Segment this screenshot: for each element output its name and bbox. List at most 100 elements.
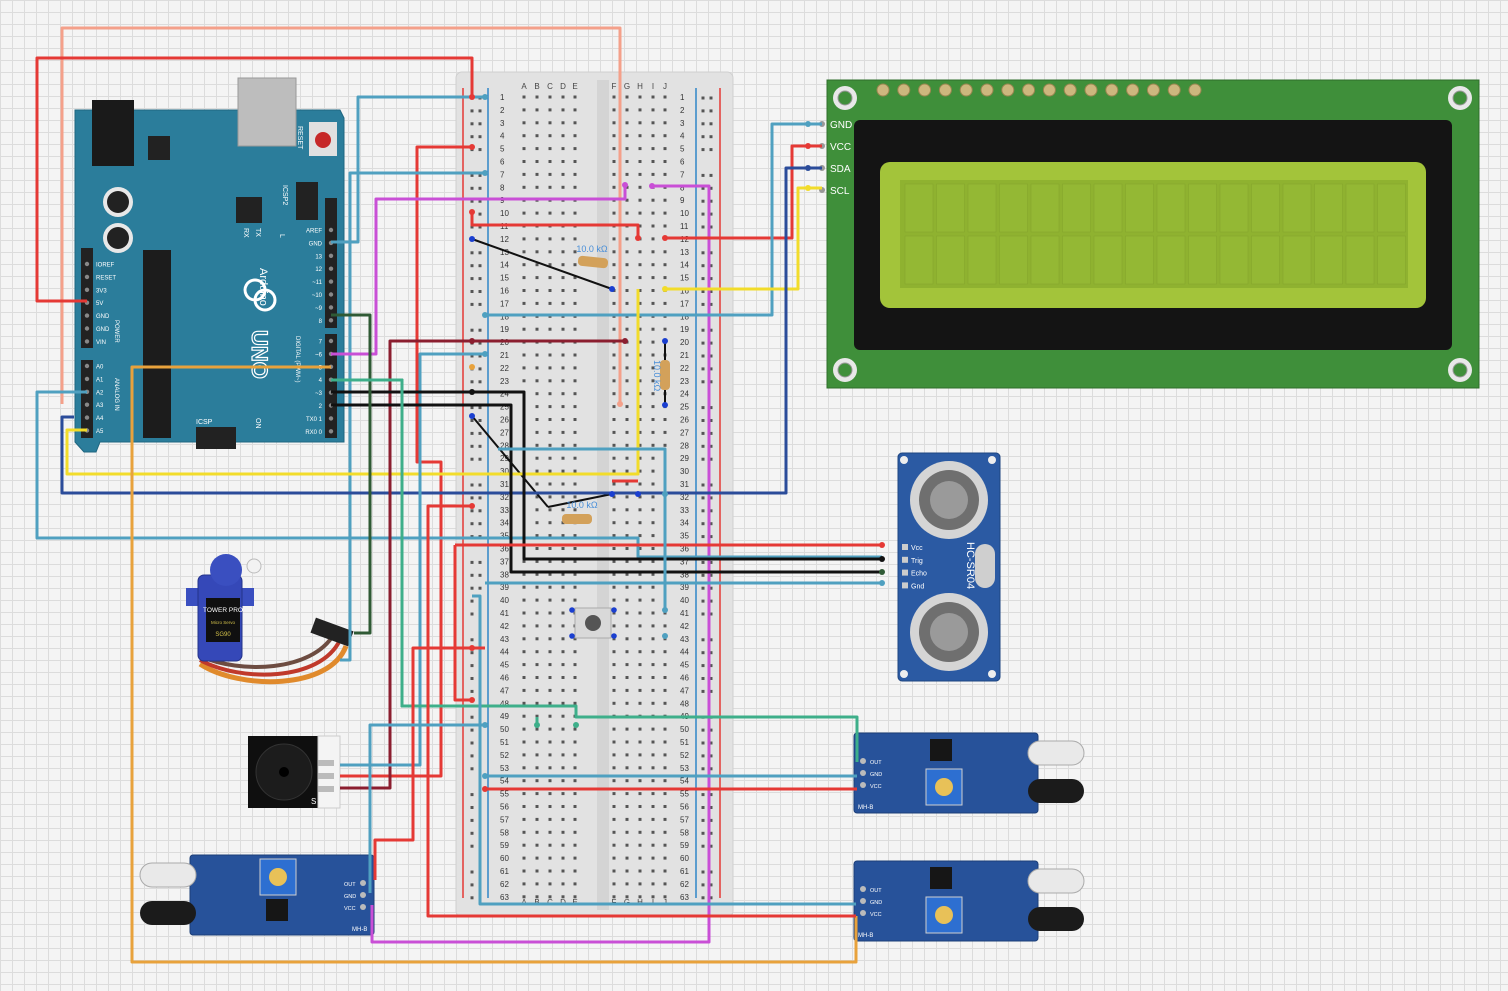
breadboard-hole[interactable] <box>561 676 565 679</box>
breadboard-hole[interactable] <box>522 856 526 860</box>
wire-endpoint[interactable] <box>573 722 579 728</box>
breadboard-hole[interactable] <box>612 688 616 692</box>
ir-pin[interactable] <box>860 782 866 788</box>
breadboard-hole[interactable] <box>561 882 565 886</box>
breadboard-hole[interactable] <box>651 805 655 808</box>
breadboard-hole[interactable] <box>612 430 616 434</box>
breadboard-hole[interactable] <box>573 430 577 434</box>
breadboard-hole[interactable] <box>625 817 629 821</box>
rail-hole[interactable] <box>701 290 705 293</box>
wire-29[interactable] <box>472 594 856 906</box>
breadboard-hole[interactable] <box>651 418 655 421</box>
breadboard-hole[interactable] <box>548 701 552 705</box>
breadboard-hole[interactable] <box>651 198 655 202</box>
breadboard-hole[interactable] <box>651 624 655 628</box>
breadboard-hole[interactable] <box>612 482 616 486</box>
breadboard-hole[interactable] <box>561 379 565 383</box>
breadboard-hole[interactable] <box>535 534 539 538</box>
breadboard-hole[interactable] <box>535 547 539 550</box>
breadboard-hole[interactable] <box>625 263 629 267</box>
breadboard-hole[interactable] <box>625 856 629 860</box>
breadboard-hole[interactable] <box>561 753 565 757</box>
rail-hole[interactable] <box>709 664 713 668</box>
breadboard-hole[interactable] <box>535 108 539 112</box>
breadboard-hole[interactable] <box>651 753 655 757</box>
rail-hole[interactable] <box>470 109 474 113</box>
wire-endpoint[interactable] <box>469 503 475 509</box>
rail-hole[interactable] <box>470 767 474 771</box>
rail-hole[interactable] <box>470 728 474 732</box>
breadboard-hole[interactable] <box>651 779 655 783</box>
breadboard-hole[interactable] <box>573 688 577 692</box>
breadboard-hole[interactable] <box>548 637 552 641</box>
breadboard-hole[interactable] <box>535 418 539 421</box>
rail-hole[interactable] <box>470 431 474 435</box>
breadboard-hole[interactable] <box>573 134 577 138</box>
rail-hole[interactable] <box>709 586 713 590</box>
ir-pin[interactable] <box>360 904 366 910</box>
breadboard-hole[interactable] <box>625 585 629 589</box>
breadboard-hole[interactable] <box>522 624 526 628</box>
breadboard-hole[interactable] <box>612 121 616 125</box>
rail-hole[interactable] <box>478 109 482 113</box>
rail-hole[interactable] <box>478 522 482 526</box>
wire-13[interactable] <box>60 166 822 495</box>
rail-hole[interactable] <box>701 818 705 822</box>
wire-3[interactable] <box>331 95 485 244</box>
rail-hole[interactable] <box>470 328 474 332</box>
breadboard-hole[interactable] <box>625 405 629 409</box>
breadboard-hole[interactable] <box>638 650 642 654</box>
breadboard-hole[interactable] <box>651 521 655 525</box>
breadboard-hole[interactable] <box>548 688 552 692</box>
breadboard-hole[interactable] <box>625 366 629 370</box>
breadboard-hole[interactable] <box>612 147 616 151</box>
breadboard-hole[interactable] <box>535 211 539 215</box>
wire-endpoint[interactable] <box>805 185 811 191</box>
breadboard-hole[interactable] <box>522 585 526 589</box>
breadboard-hole[interactable] <box>625 676 629 679</box>
breadboard-hole[interactable] <box>612 611 616 615</box>
wire-19[interactable] <box>331 390 882 561</box>
breadboard-hole[interactable] <box>535 559 539 563</box>
breadboard-hole[interactable] <box>535 276 539 280</box>
rail-hole[interactable] <box>709 741 713 745</box>
breadboard-hole[interactable] <box>561 95 565 99</box>
breadboard-hole[interactable] <box>638 147 642 151</box>
breadboard-hole[interactable] <box>651 392 655 396</box>
breadboard-hole[interactable] <box>663 753 667 757</box>
rail-hole[interactable] <box>478 290 482 293</box>
breadboard-hole[interactable] <box>663 792 667 796</box>
breadboard-hole[interactable] <box>638 456 642 460</box>
breadboard-hole[interactable] <box>561 611 565 615</box>
breadboard-hole[interactable] <box>522 379 526 383</box>
breadboard-hole[interactable] <box>625 598 629 602</box>
breadboard-hole[interactable] <box>625 830 629 834</box>
rail-hole[interactable] <box>701 496 705 500</box>
breadboard-hole[interactable] <box>548 263 552 267</box>
breadboard-hole[interactable] <box>663 276 667 280</box>
breadboard-hole[interactable] <box>535 469 539 473</box>
breadboard-hole[interactable] <box>535 830 539 834</box>
rail-hole[interactable] <box>709 496 713 500</box>
breadboard-hole[interactable] <box>625 276 629 280</box>
breadboard-hole[interactable] <box>573 792 577 796</box>
rail-hole[interactable] <box>470 135 474 139</box>
reset-button[interactable] <box>315 132 331 148</box>
rail-hole[interactable] <box>709 406 713 410</box>
rail-hole[interactable] <box>701 367 705 371</box>
rail-hole[interactable] <box>709 264 713 268</box>
breadboard-hole[interactable] <box>522 637 526 641</box>
breadboard-hole[interactable] <box>548 521 552 525</box>
breadboard-hole[interactable] <box>612 108 616 112</box>
breadboard-hole[interactable] <box>625 663 629 667</box>
breadboard-hole[interactable] <box>573 392 577 396</box>
rail-hole[interactable] <box>701 883 705 887</box>
breadboard-hole[interactable] <box>535 495 539 499</box>
breadboard-hole[interactable] <box>522 869 526 873</box>
breadboard-hole[interactable] <box>638 224 642 228</box>
breadboard-hole[interactable] <box>535 456 539 460</box>
breadboard-hole[interactable] <box>638 327 642 331</box>
breadboard-hole[interactable] <box>522 727 526 731</box>
